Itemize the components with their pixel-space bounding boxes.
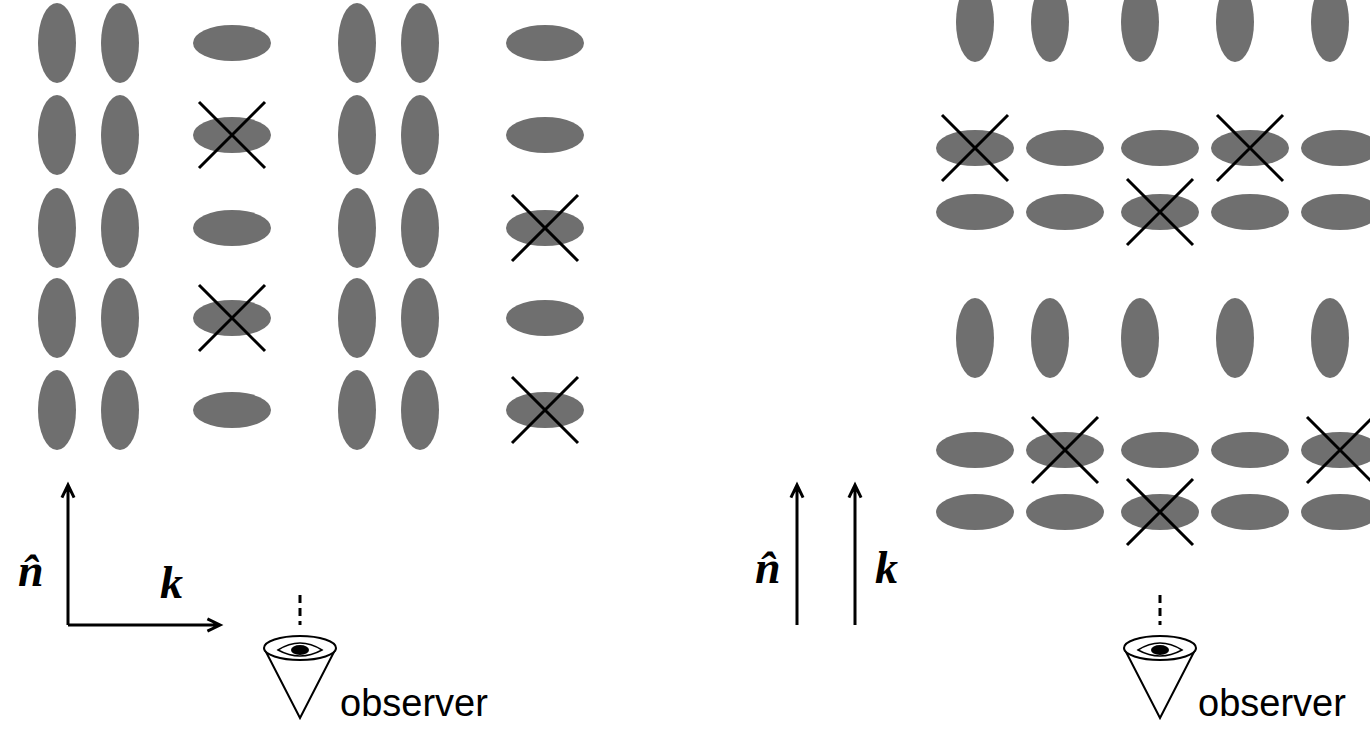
crosses <box>199 102 1370 545</box>
molecule <box>1211 194 1289 230</box>
molecule <box>38 3 76 83</box>
molecule <box>101 188 139 268</box>
molecule <box>1121 0 1159 62</box>
molecule <box>1026 194 1104 230</box>
cross-mark <box>512 377 578 443</box>
molecule <box>956 298 994 378</box>
molecule <box>1026 130 1104 166</box>
molecule <box>936 494 1014 530</box>
vector-label: n̂ <box>755 545 781 591</box>
molecule <box>1311 0 1349 62</box>
vector-label: k <box>875 545 898 591</box>
observer-label: observer <box>340 684 488 722</box>
eye-icon <box>1124 595 1196 718</box>
molecule <box>101 370 139 450</box>
molecule <box>1121 298 1159 378</box>
molecule <box>338 370 376 450</box>
cross-mark <box>1127 479 1193 545</box>
vector-arrow <box>68 619 220 631</box>
molecule <box>401 3 439 83</box>
cross-mark <box>942 115 1008 181</box>
molecule <box>1211 494 1289 530</box>
cross-mark <box>199 102 265 168</box>
cross-mark <box>1307 417 1370 483</box>
molecule <box>1031 0 1069 62</box>
vector-arrow <box>62 485 74 625</box>
molecule <box>1301 130 1370 166</box>
molecule <box>338 188 376 268</box>
molecule <box>401 95 439 175</box>
molecule <box>101 3 139 83</box>
cross-mark <box>1127 179 1193 245</box>
molecule <box>506 25 584 61</box>
vector-arrow <box>849 485 861 625</box>
vector-arrow <box>791 485 803 625</box>
molecule <box>338 3 376 83</box>
molecule <box>101 278 139 358</box>
molecule <box>338 278 376 358</box>
molecule <box>956 0 994 62</box>
cross-mark <box>199 285 265 351</box>
vector-label: n̂ <box>18 548 44 594</box>
molecule <box>193 25 271 61</box>
molecule <box>401 370 439 450</box>
molecule <box>1301 494 1370 530</box>
molecule <box>338 95 376 175</box>
molecule <box>38 95 76 175</box>
molecule <box>193 392 271 428</box>
molecule <box>506 117 584 153</box>
molecule <box>1121 432 1199 468</box>
molecule <box>38 188 76 268</box>
molecule <box>1311 298 1349 378</box>
vector-label: k <box>160 560 183 606</box>
cross-mark <box>1217 115 1283 181</box>
molecule <box>1216 0 1254 62</box>
molecule <box>401 278 439 358</box>
molecule <box>193 210 271 246</box>
molecule <box>38 278 76 358</box>
molecule <box>1121 130 1199 166</box>
molecule <box>1026 494 1104 530</box>
molecule <box>401 188 439 268</box>
axes <box>62 485 861 631</box>
molecule <box>936 194 1014 230</box>
molecule <box>1301 432 1370 468</box>
molecules <box>38 0 1370 530</box>
molecule <box>1211 432 1289 468</box>
cross-mark <box>1032 417 1098 483</box>
molecule <box>1031 298 1069 378</box>
molecule <box>936 432 1014 468</box>
eye-icon <box>264 595 336 718</box>
molecule <box>1216 298 1254 378</box>
molecule <box>1301 194 1370 230</box>
molecule <box>506 300 584 336</box>
observer-label: observer <box>1198 684 1346 722</box>
molecule <box>38 370 76 450</box>
molecule <box>101 95 139 175</box>
cross-mark <box>512 195 578 261</box>
